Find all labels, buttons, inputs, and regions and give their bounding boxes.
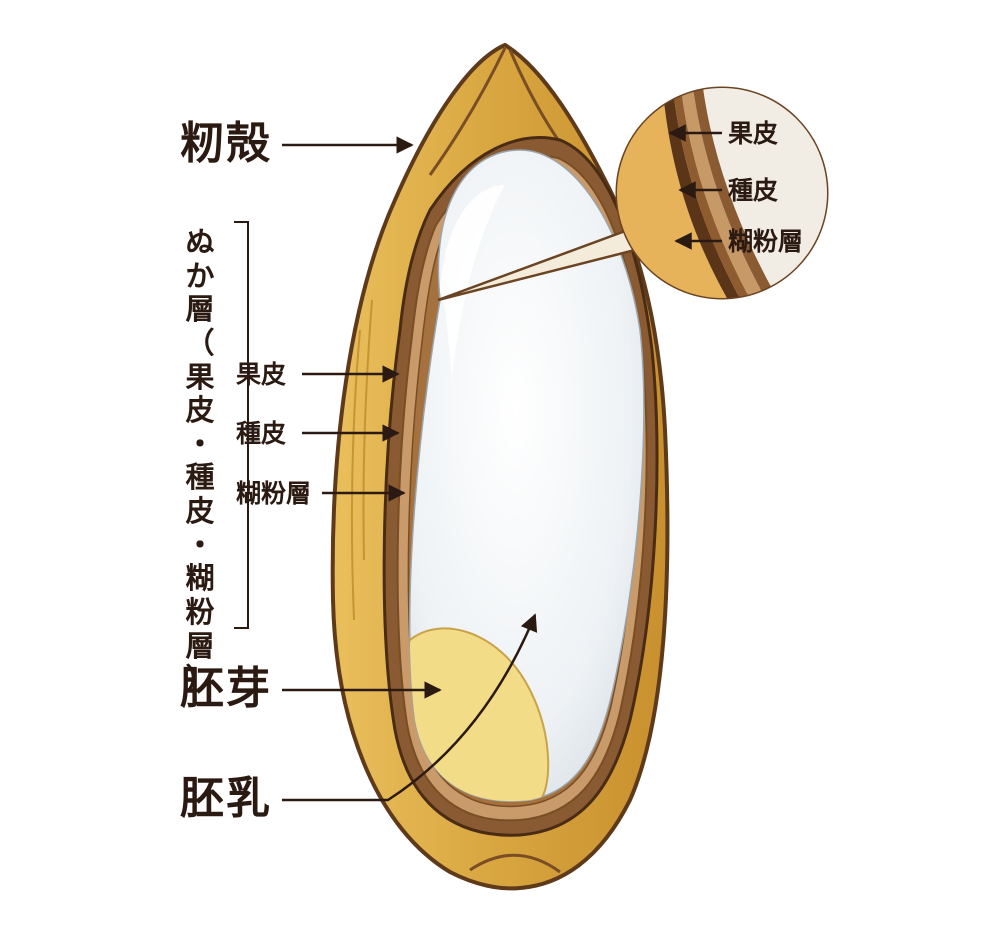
bran-char: 粉 <box>185 594 215 629</box>
bran-layer-vertical-label: ぬ か 層 （ 果 皮 ・ 種 皮 ・ 糊 粉 層 ） <box>180 225 220 697</box>
husk-label: 籾殻 <box>180 118 272 169</box>
bran-char: ・ <box>185 527 215 562</box>
germ-label: 胚芽 <box>180 663 272 714</box>
bran-char: 皮 <box>185 494 215 528</box>
bran-char: 層 <box>185 292 215 327</box>
pericarp-label: 果皮 <box>236 360 287 389</box>
endosperm-highlight <box>440 185 505 380</box>
bran-char: ・ <box>185 426 215 461</box>
husk-fold-bottom <box>469 853 561 874</box>
endosperm-label: 胚乳 <box>180 773 272 824</box>
bran-char: 種 <box>185 460 215 495</box>
bran-char: か <box>185 258 215 293</box>
endosperm-arrow <box>282 613 538 802</box>
bran-char: 層 <box>185 628 215 663</box>
inset-layers <box>617 88 827 298</box>
bran-char: ） <box>185 662 215 697</box>
bran-char: 果 <box>185 359 215 394</box>
seed-coat-label: 種皮 <box>236 419 287 448</box>
bran-char: 糊 <box>185 561 215 596</box>
aleurone-label: 糊粉層 <box>236 479 312 508</box>
inset-pericarp-label: 果皮 <box>728 119 779 148</box>
inset-aleurone-label: 糊粉層 <box>728 227 804 256</box>
bran-bracket <box>234 221 249 629</box>
bran-char: 皮 <box>185 393 215 428</box>
inset-seed-coat-label: 種皮 <box>728 176 779 205</box>
bran-char: ぬ <box>185 225 215 259</box>
bran-char: （ <box>185 325 215 360</box>
husk-fold-left <box>428 47 507 176</box>
